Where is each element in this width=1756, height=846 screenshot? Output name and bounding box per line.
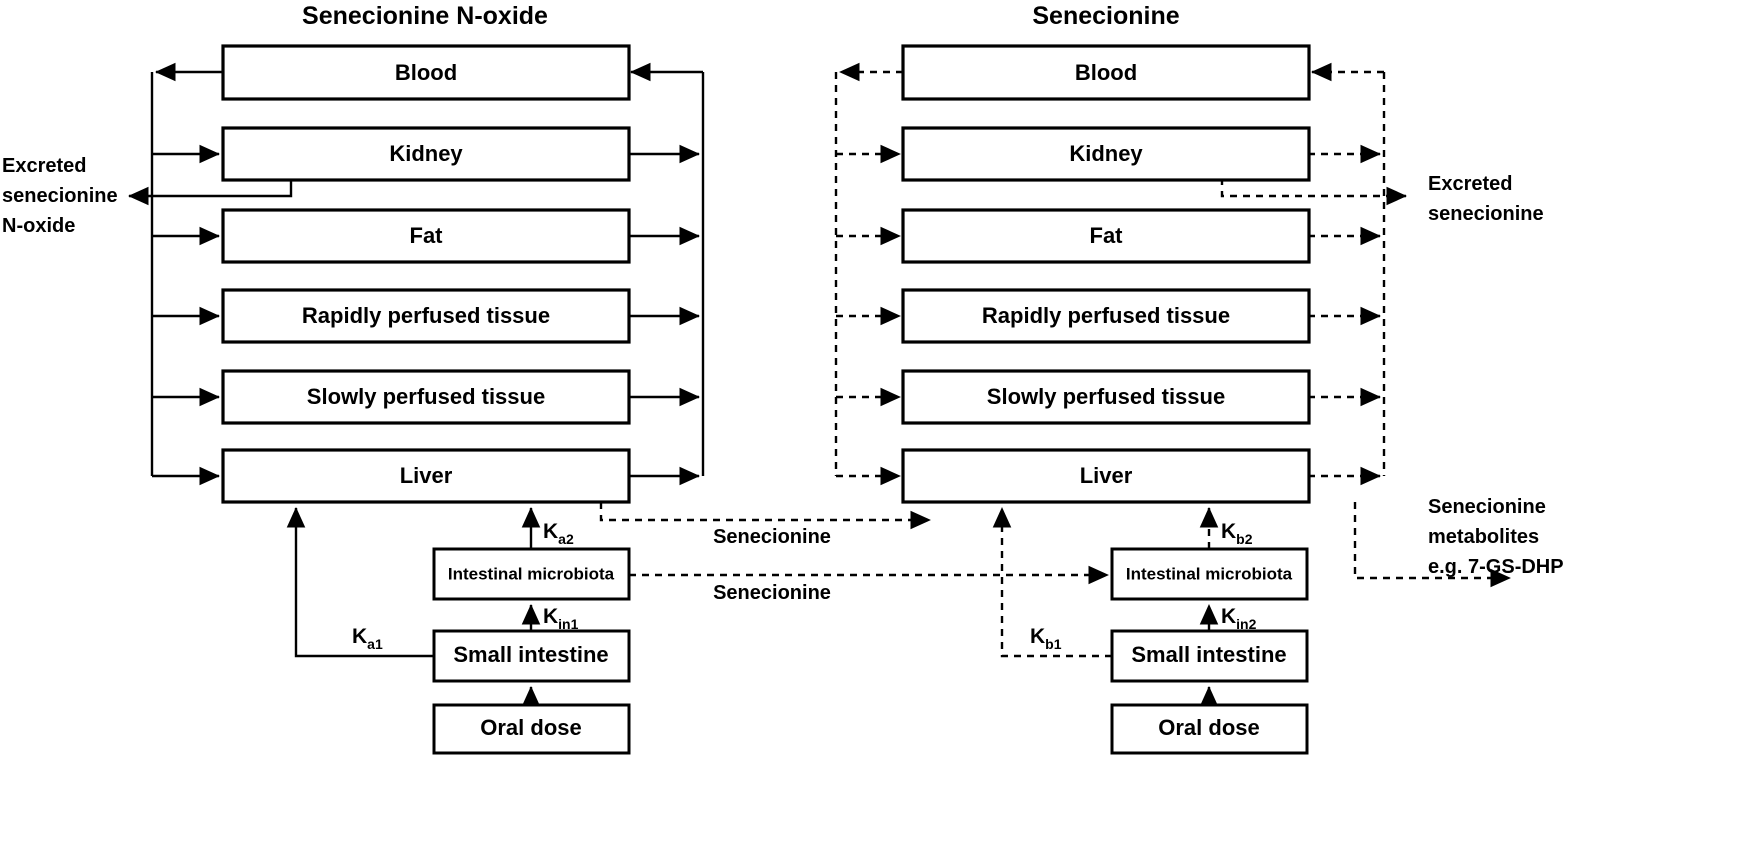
- right-rate-kb1-label: Kb1: [1030, 625, 1062, 652]
- right-box-slow[interactable]: [901, 369, 1311, 425]
- right-box-rapid[interactable]: [901, 288, 1311, 344]
- cross-flows: Senecionine Senecionine: [599, 502, 1109, 604]
- left-box-liver[interactable]: [221, 448, 631, 504]
- right-box-microbiota[interactable]: [1110, 547, 1309, 601]
- left-box-liver-label: Liver: [400, 463, 453, 488]
- right-box-microbiota-label: Intestinal microbiota: [1126, 564, 1293, 583]
- left-output-label-line3: N-oxide: [2, 215, 75, 237]
- right-intestine-to-liver-arrow: [992, 507, 1112, 658]
- left-box-fat[interactable]: [221, 208, 631, 264]
- left-box-rapid-label: Rapidly perfused tissue: [302, 303, 550, 328]
- right-box-fat-label: Fat: [1090, 223, 1124, 248]
- right-box-rapid-label: Rapidly perfused tissue: [982, 303, 1230, 328]
- left-rate-ka1-label: Ka1: [352, 625, 383, 652]
- left-box-small-intestine[interactable]: [432, 629, 631, 683]
- right-box-blood-label: Blood: [1075, 60, 1137, 85]
- cross-flow-liver-label: Senecionine: [713, 526, 831, 548]
- left-rate-kin1-label: Kin1: [543, 605, 579, 632]
- right-box-oral-dose-label: Oral dose: [1158, 715, 1259, 740]
- left-box-kidney[interactable]: [221, 126, 631, 182]
- right-rate-kin2-label: Kin2: [1221, 605, 1257, 632]
- right-output-label-line2: senecionine: [1428, 203, 1544, 225]
- panel-title-right: Senecionine: [1032, 2, 1179, 30]
- right-excretion-arrow: [1220, 178, 1407, 206]
- left-box-fat-label: Fat: [410, 223, 444, 248]
- right-box-liver-label: Liver: [1080, 463, 1133, 488]
- panel-title-left: Senecionine N-oxide: [302, 2, 548, 30]
- left-box-blood-label: Blood: [395, 60, 457, 85]
- right-rate-kb2-label: Kb2: [1221, 520, 1253, 547]
- left-intestine-to-liver-arrow: [286, 507, 434, 658]
- right-box-kidney[interactable]: [901, 126, 1311, 182]
- right-metabolite-label-line3: e.g. 7-GS-DHP: [1428, 556, 1564, 578]
- left-output-label-line2: senecionine: [2, 185, 118, 207]
- right-metabolite-label-line1: Senecionine: [1428, 496, 1546, 518]
- right-box-small-intestine-label: Small intestine: [1131, 642, 1286, 667]
- left-box-rapid[interactable]: [221, 288, 631, 344]
- right-box-kidney-label: Kidney: [1069, 141, 1143, 166]
- right-box-slow-label: Slowly perfused tissue: [987, 384, 1225, 409]
- left-box-small-intestine-label: Small intestine: [453, 642, 608, 667]
- left-box-blood[interactable]: [221, 44, 631, 101]
- left-box-slow-label: Slowly perfused tissue: [307, 384, 545, 409]
- left-excretion-arrow: [128, 178, 293, 206]
- right-box-liver[interactable]: [901, 448, 1311, 504]
- right-box-blood[interactable]: [901, 44, 1311, 101]
- left-panel: Blood Kidney Fat Rapidly perfused tissue…: [2, 44, 705, 755]
- right-panel: Blood Kidney Fat Rapidly perfused tissue…: [834, 44, 1564, 755]
- left-box-slow[interactable]: [221, 369, 631, 425]
- left-box-kidney-label: Kidney: [389, 141, 463, 166]
- right-box-fat[interactable]: [901, 208, 1311, 264]
- cross-flow-microbiota-label: Senecionine: [713, 582, 831, 604]
- right-box-oral-dose[interactable]: [1110, 703, 1309, 755]
- left-output-label-line1: Excreted: [2, 155, 87, 177]
- left-box-microbiota-label: Intestinal microbiota: [448, 564, 615, 583]
- cross-flow-liver-line: [599, 502, 931, 530]
- right-output-label-line1: Excreted: [1428, 173, 1513, 195]
- left-rate-ka2-label: Ka2: [543, 520, 574, 547]
- left-box-oral-dose-label: Oral dose: [480, 715, 581, 740]
- right-metabolite-label-line2: metabolites: [1428, 526, 1539, 548]
